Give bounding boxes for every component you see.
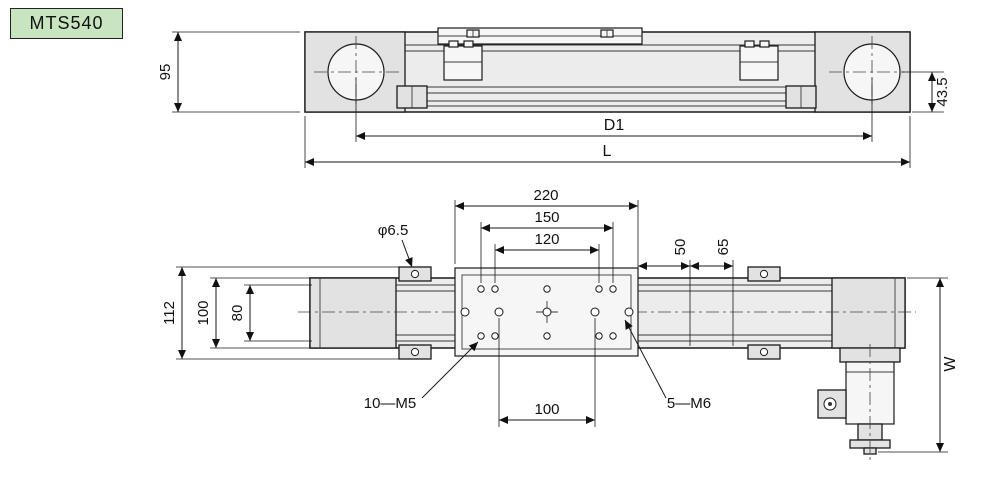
motor-assembly bbox=[817, 344, 901, 462]
dim-80-label: 80 bbox=[229, 305, 246, 322]
left-end-block bbox=[309, 277, 397, 349]
dim-100-bottom: 100 bbox=[498, 318, 596, 427]
dim-220-label: 220 bbox=[533, 187, 558, 204]
right-end-block bbox=[831, 277, 906, 349]
belt-clamp-left bbox=[443, 40, 483, 81]
dim-150-label: 150 bbox=[534, 209, 559, 226]
m6-label: 5—M6 bbox=[667, 395, 711, 412]
mount-tab-bottom-right bbox=[747, 344, 781, 360]
dim-43-5: 43.5 bbox=[902, 71, 951, 113]
dim-w: W bbox=[878, 277, 959, 453]
dim-120-label: 120 bbox=[534, 231, 559, 248]
dim-112-label: 112 bbox=[161, 301, 178, 325]
dim-d1-label: D1 bbox=[604, 117, 625, 134]
dim-100-bottom-label: 100 bbox=[534, 401, 559, 418]
dim-95-label: 95 bbox=[157, 64, 174, 81]
m6-hole-pattern bbox=[460, 307, 634, 317]
mount-tab-top-left bbox=[398, 266, 432, 282]
side-view-dimensions: 95 43.5 D1 L bbox=[157, 31, 951, 168]
dim-w-label: W bbox=[942, 356, 959, 372]
dim-100-left: 100 bbox=[195, 277, 312, 349]
dim-95: 95 bbox=[157, 31, 300, 113]
dim-150: 150 bbox=[480, 209, 614, 283]
belt-clamp-right bbox=[739, 40, 779, 81]
plan-view-dimensions: 220 150 120 50 bbox=[161, 187, 959, 453]
dim-l-label: L bbox=[603, 143, 612, 160]
m5-label: 10—M5 bbox=[364, 395, 417, 412]
mount-tab-bottom-left bbox=[398, 344, 432, 360]
dim-50-label: 50 bbox=[672, 239, 689, 256]
callout-m5: 10—M5 bbox=[364, 341, 479, 412]
tab-hole bbox=[759, 347, 769, 357]
dim-43-5-label: 43.5 bbox=[934, 77, 951, 106]
dim-50: 50 bbox=[638, 239, 691, 346]
mount-foot-left bbox=[396, 85, 428, 109]
dim-100-left-label: 100 bbox=[195, 300, 212, 325]
dim-120: 120 bbox=[494, 231, 600, 283]
dim-d1: D1 bbox=[355, 78, 873, 142]
tab-hole bbox=[410, 347, 420, 357]
carriage-plan bbox=[454, 267, 639, 357]
mount-tab-top-right bbox=[747, 266, 781, 282]
dim-220: 220 bbox=[454, 187, 639, 270]
callout-m6: 5—M6 bbox=[624, 319, 711, 412]
dim-80: 80 bbox=[229, 284, 312, 342]
dim-l: L bbox=[304, 116, 911, 168]
m5-hole-pattern bbox=[477, 285, 617, 340]
dim-65-label: 65 bbox=[715, 239, 732, 256]
dim-112: 112 bbox=[161, 266, 399, 360]
model-badge: MTS540 bbox=[10, 8, 123, 39]
side-view bbox=[304, 27, 911, 113]
model-badge-label: MTS540 bbox=[29, 13, 104, 33]
plan-view bbox=[298, 266, 916, 462]
callout-hole-dia: φ6.5 bbox=[378, 222, 413, 268]
tab-hole bbox=[759, 269, 769, 279]
dim-65: 65 bbox=[690, 239, 734, 346]
tab-hole bbox=[410, 269, 420, 279]
mount-foot-right bbox=[785, 85, 817, 109]
hole-dia-label: φ6.5 bbox=[378, 222, 409, 239]
